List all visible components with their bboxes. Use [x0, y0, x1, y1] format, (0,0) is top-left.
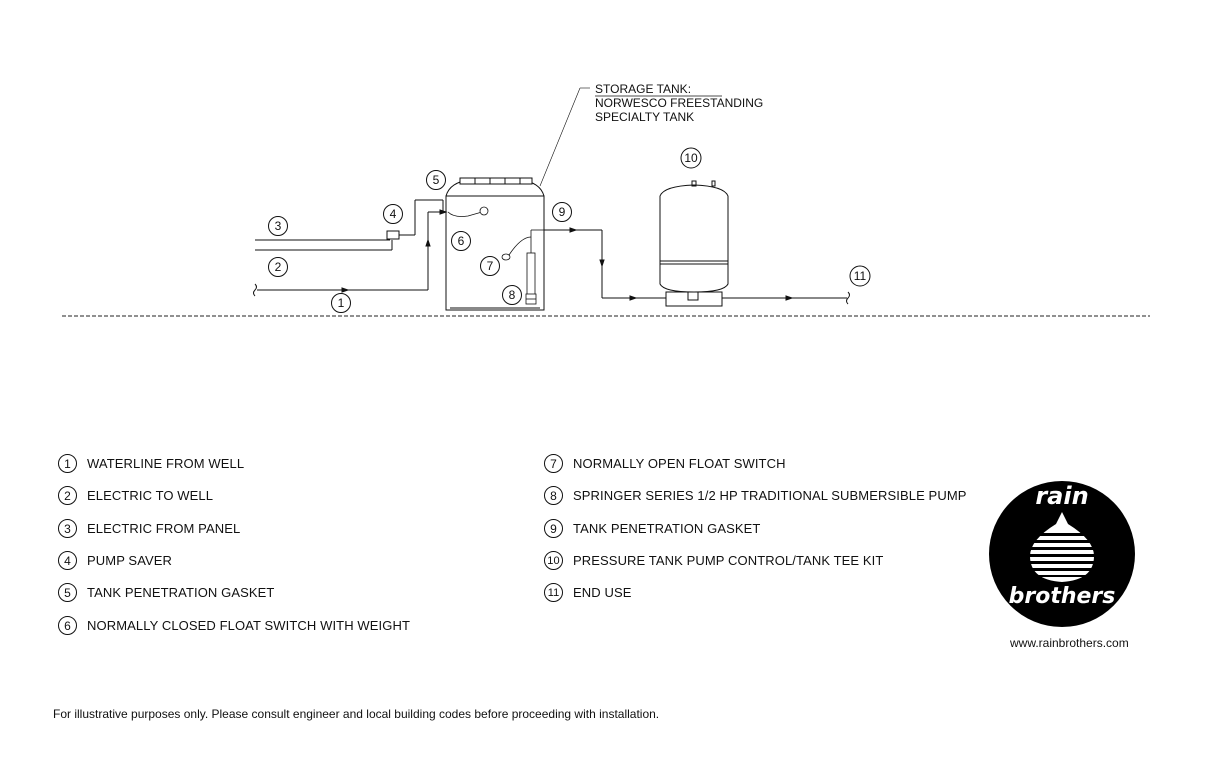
- legend-number: 2: [58, 486, 77, 505]
- callout-7: 7: [480, 256, 500, 276]
- legend-item: 8 SPRINGER SERIES 1/2 HP TRADITIONAL SUB…: [544, 486, 967, 505]
- svg-text:4: 4: [390, 207, 397, 221]
- legend-item: 7 NORMALLY OPEN FLOAT SWITCH: [544, 454, 786, 473]
- legend-number: 1: [58, 454, 77, 473]
- legend-item: 2 ELECTRIC TO WELL: [58, 486, 213, 505]
- legend-item: 10 PRESSURE TANK PUMP CONTROL/TANK TEE K…: [544, 551, 883, 570]
- svg-text:1: 1: [338, 296, 345, 310]
- legend-number: 3: [58, 519, 77, 538]
- rain-brothers-logo: rain brothers: [989, 481, 1135, 627]
- legend-number: 7: [544, 454, 563, 473]
- legend-text: SPRINGER SERIES 1/2 HP TRADITIONAL SUBME…: [573, 488, 967, 503]
- callout-5: 5: [426, 170, 446, 190]
- svg-text:8: 8: [509, 288, 516, 302]
- legend-text: PRESSURE TANK PUMP CONTROL/TANK TEE KIT: [573, 553, 884, 568]
- callout-line-1: STORAGE TANK:: [595, 82, 691, 96]
- legend-number: 10: [544, 551, 563, 570]
- callout-line-3: SPECIALTY TANK: [595, 110, 694, 124]
- legend-text: ELECTRIC FROM PANEL: [87, 521, 241, 536]
- legend-number: 5: [58, 583, 77, 602]
- logo-top-text: rain: [1035, 482, 1088, 510]
- legend-item: 5 TANK PENETRATION GASKET: [58, 583, 274, 602]
- svg-text:3: 3: [275, 219, 282, 233]
- legend-number: 11: [544, 583, 563, 602]
- legend-text: TANK PENETRATION GASKET: [87, 585, 275, 600]
- callout-8: 8: [502, 285, 522, 305]
- logo-bottom-text: brothers: [1009, 584, 1116, 609]
- callout-6: 6: [451, 231, 471, 251]
- pressure-tank: [659, 180, 729, 307]
- legend-number: 4: [58, 551, 77, 570]
- svg-text:9: 9: [559, 205, 566, 219]
- storage-tank-callout: STORAGE TANK: NORWESCO FREESTANDING SPEC…: [539, 82, 763, 187]
- legend-number: 8: [544, 486, 563, 505]
- callout-2: 2: [268, 257, 288, 277]
- svg-text:2: 2: [275, 260, 282, 274]
- legend-text: WATERLINE FROM WELL: [87, 456, 245, 471]
- legend-item: 6 NORMALLY CLOSED FLOAT SWITCH WITH WEIG…: [58, 616, 410, 635]
- legend-item: 11 END USE: [544, 583, 632, 602]
- callout-1: 1: [331, 293, 351, 313]
- callout-9: 9: [552, 202, 572, 222]
- legend-text: END USE: [573, 585, 632, 600]
- legend-item: 9 TANK PENETRATION GASKET: [544, 519, 760, 538]
- callout-11: 11: [849, 265, 871, 287]
- legend-item: 1 WATERLINE FROM WELL: [58, 454, 244, 473]
- legend-text: TANK PENETRATION GASKET: [573, 521, 761, 536]
- callout-3: 3: [268, 216, 288, 236]
- legend-text: PUMP SAVER: [87, 553, 173, 568]
- legend-number: 9: [544, 519, 563, 538]
- svg-text:5: 5: [433, 173, 440, 187]
- callout-line-2: NORWESCO FREESTANDING: [595, 96, 763, 110]
- legend-item: 4 PUMP SAVER: [58, 551, 172, 570]
- legend-number: 6: [58, 616, 77, 635]
- svg-text:7: 7: [487, 259, 494, 273]
- website-link[interactable]: www.rainbrothers.com: [1010, 636, 1129, 650]
- outlet-line: [544, 227, 850, 305]
- legend-text: NORMALLY OPEN FLOAT SWITCH: [573, 456, 786, 471]
- svg-text:10: 10: [684, 151, 698, 165]
- callout-4: 4: [383, 204, 403, 224]
- float-switches-and-pump: [447, 206, 544, 305]
- legend-item: 3 ELECTRIC FROM PANEL: [58, 519, 240, 538]
- disclaimer: For illustrative purposes only. Please c…: [53, 707, 660, 721]
- svg-text:6: 6: [458, 234, 465, 248]
- legend-text: ELECTRIC TO WELL: [87, 488, 214, 503]
- callout-10: 10: [680, 147, 702, 169]
- legend-text: NORMALLY CLOSED FLOAT SWITCH WITH WEIGHT: [87, 618, 411, 633]
- svg-text:11: 11: [854, 269, 867, 283]
- electric-lines: [255, 199, 444, 251]
